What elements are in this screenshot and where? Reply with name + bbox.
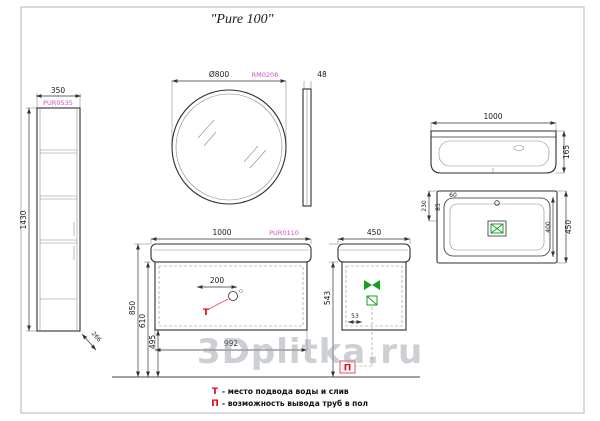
vanity-basin-slab-side: [337, 243, 411, 263]
drain-box: [487, 220, 507, 237]
washbasin-plan-bowl-outer: [443, 197, 551, 257]
washbasin-plan-depth-dim: 450: [564, 220, 573, 235]
floor-marker-side: П: [344, 364, 352, 374]
washbasin-plan-offset-dim: 230: [421, 200, 428, 212]
washbasin-plan-bowl-inner: [449, 203, 545, 251]
washbasin-plan-view: 450 400 230 85 60: [421, 190, 573, 264]
washbasin-plan-outline: [436, 190, 558, 264]
vanity-height-850-dim: 850: [128, 301, 137, 316]
siphon-small-hole: [239, 289, 243, 293]
legend-p-text: - возможность вывода труб в пол: [222, 399, 368, 408]
vanity-hidden-lines-side: [345, 265, 403, 327]
vanity-front-view: 1000 PUR0110 200 Т 850 610 495 992: [128, 228, 312, 377]
washbasin-plan-extension-lines: [429, 190, 566, 264]
vanity-hidden-lines-front: [158, 265, 304, 327]
mirror-view: Ø800 RM0208 48: [171, 70, 327, 207]
mirror-inner-ring: [175, 93, 283, 201]
vanity-side-extension-lines: [329, 239, 411, 263]
tall-cabinet-view: 350 PUR0535 1430 266: [19, 86, 103, 351]
vanity-side-53-dim: 53: [351, 313, 359, 320]
drain-symbol-green: [490, 223, 504, 234]
vanity-basin-slab-front: [150, 243, 312, 263]
vanity-bottom-width-dim: 992: [224, 339, 239, 348]
washbasin-front-extension-lines: [430, 123, 564, 174]
water-valve-symbol: [364, 280, 380, 290]
washbasin-front-view: 1000 165: [430, 112, 571, 174]
vanity-side-543-dim: 543: [323, 291, 332, 306]
tall-cabinet-extension-lines: [26, 93, 81, 332]
water-marker-leader: [208, 298, 229, 310]
washbasin-overflow-hole: [513, 145, 525, 151]
washbasin-plan-dim-85: 85: [435, 203, 442, 211]
floor-marker-box: [339, 360, 356, 374]
washbasin-plan-dim-60: 60: [449, 192, 457, 199]
mirror-reflection-marks: [197, 119, 267, 169]
pipe-routing-dashed: [356, 307, 373, 367]
drawing-border: [20, 6, 585, 414]
tall-cabinet-body: [36, 107, 81, 332]
drain-symbol-cross: [490, 223, 504, 234]
washbasin-front-height-dim: 165: [562, 145, 571, 160]
vanity-side-depth-dim: 450: [367, 228, 382, 237]
vanity-height-495-dim: 495: [148, 335, 157, 350]
drain-outlet-symbol: [366, 295, 378, 306]
legend-t-text: - место подвода воды и слив: [222, 387, 349, 396]
mirror-code: RM0208: [252, 71, 279, 79]
mirror-circle: [171, 89, 287, 205]
tall-cabinet-shelf-lines: [39, 108, 78, 331]
vanity-front-width-dim: 1000: [212, 228, 231, 237]
vanity-cabinet-front: [154, 261, 308, 331]
tall-cabinet-width-dim: 350: [51, 86, 66, 95]
legend-p-letter: П: [211, 399, 219, 409]
tap-hole: [494, 200, 500, 206]
vanity-code: PUR0110: [269, 229, 299, 237]
vanity-side-view: 450 543 53 П: [323, 228, 411, 377]
water-marker-front: Т: [203, 308, 210, 318]
vanity-drain-dim: 200: [210, 276, 225, 285]
mirror-diameter-dim: Ø800: [209, 70, 229, 79]
tall-cabinet-code: PUR0535: [43, 99, 73, 107]
tall-cabinet-depth-dimline: [81, 333, 97, 351]
washbasin-front-outline: [430, 130, 557, 174]
washbasin-front-width-dim: 1000: [483, 112, 502, 121]
drawing-title: "Pure 100": [211, 12, 274, 27]
mirror-extension-lines: [171, 81, 312, 147]
tall-cabinet-height-dim: 1430: [19, 210, 28, 229]
vanity-height-610-dim: 610: [138, 314, 147, 329]
washbasin-plan-bowl-depth-dim: 400: [545, 221, 552, 233]
legend: Т - место подвода воды и слив П - возмож…: [211, 387, 368, 409]
drain-outlet-diagonal: [366, 295, 378, 306]
legend-t-letter: Т: [212, 387, 219, 397]
mirror-thickness-dim: 48: [317, 70, 327, 79]
washbasin-front-bowl: [438, 140, 550, 167]
siphon-circle: [228, 291, 238, 301]
watermark: 3Dplitka.ru: [197, 332, 423, 372]
